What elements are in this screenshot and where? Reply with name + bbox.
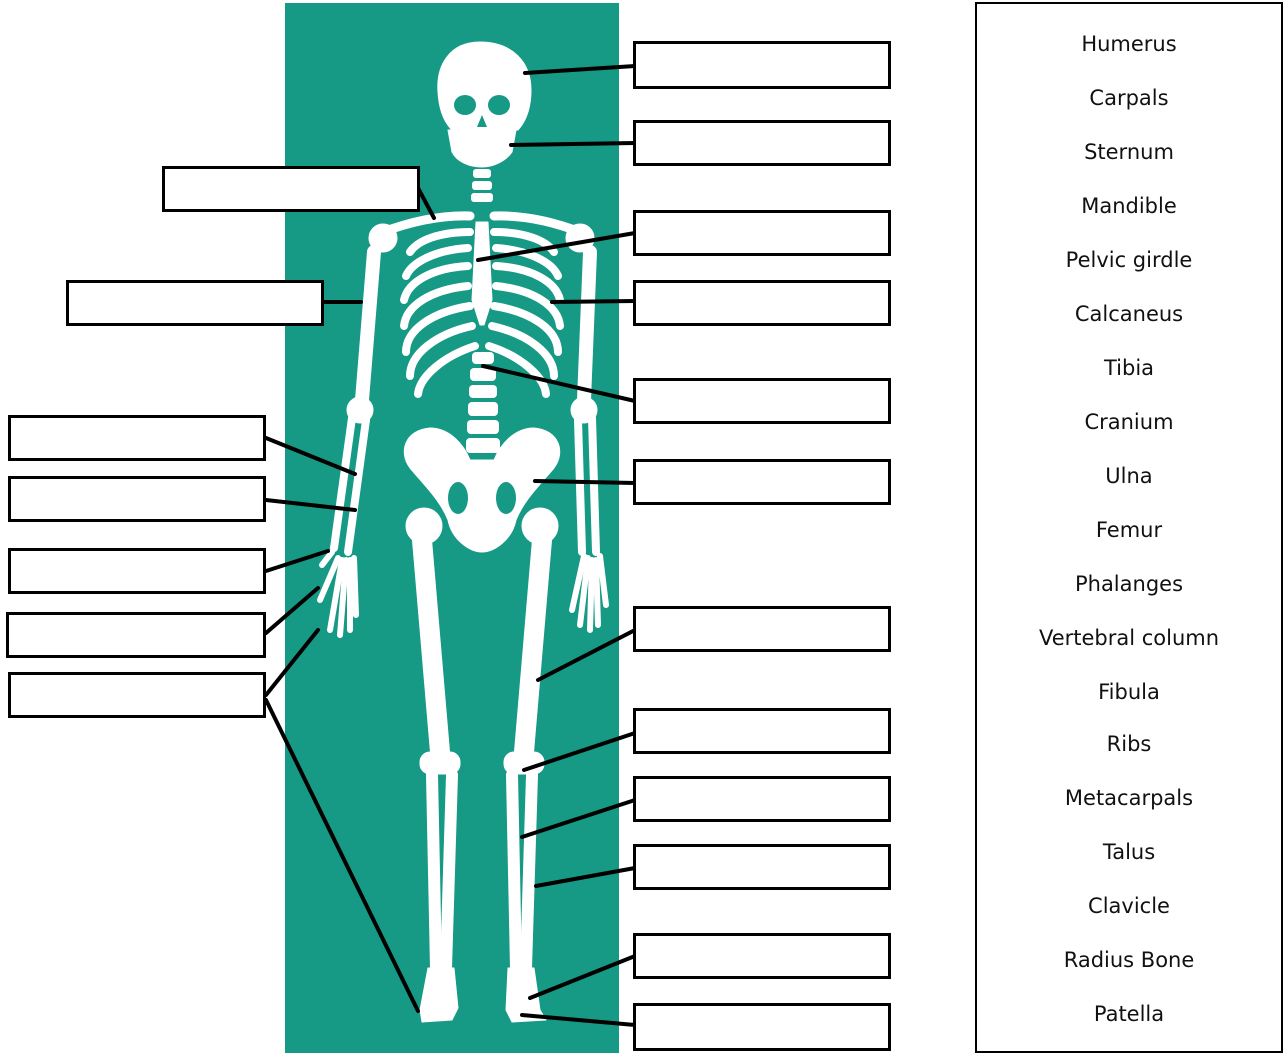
answer-box-ulna-line[interactable]	[8, 415, 266, 461]
word-bank: Humerus Carpals Sternum Mandible Pelvic …	[975, 2, 1283, 1053]
word-bank-item: Calcaneus	[977, 300, 1281, 328]
word-bank-item: Phalanges	[977, 570, 1281, 598]
answer-box-metacarpals-line[interactable]	[6, 612, 266, 658]
answer-box-talus-line[interactable]	[633, 933, 891, 979]
word-bank-item: Vertebral column	[977, 624, 1281, 652]
word-bank-item: Cranium	[977, 408, 1281, 436]
word-bank-item: Pelvic girdle	[977, 246, 1281, 274]
word-bank-item: Humerus	[977, 30, 1281, 58]
word-bank-item: Sternum	[977, 138, 1281, 166]
answer-box-carpals-line[interactable]	[8, 548, 266, 594]
word-bank-item: Talus	[977, 838, 1281, 866]
answer-box-clavicle-line[interactable]	[162, 166, 420, 212]
answer-box-phalanges-line[interactable]	[8, 672, 266, 718]
answer-box-pelvis-line[interactable]	[633, 459, 891, 505]
answer-box-tibia-line[interactable]	[633, 776, 891, 822]
answer-box-humerus-line[interactable]	[66, 280, 324, 326]
word-bank-item: Tibia	[977, 354, 1281, 382]
answer-box-radius-line[interactable]	[8, 476, 266, 522]
word-bank-item: Mandible	[977, 192, 1281, 220]
word-bank-item: Ribs	[977, 730, 1281, 758]
word-bank-item: Carpals	[977, 84, 1281, 112]
answer-box-fibula-line[interactable]	[633, 844, 891, 890]
word-bank-item: Clavicle	[977, 892, 1281, 920]
answer-box-femur-line[interactable]	[633, 606, 891, 652]
cranium-shape	[438, 42, 531, 130]
sternum-shape	[472, 222, 492, 325]
neck-vertebrae	[471, 169, 493, 202]
word-bank-item: Femur	[977, 516, 1281, 544]
answer-box-sternum-line[interactable]	[633, 210, 891, 256]
word-bank-item: Fibula	[977, 678, 1281, 706]
word-bank-item: Metacarpals	[977, 784, 1281, 812]
word-bank-item: Patella	[977, 1000, 1281, 1028]
answer-box-cranium-line[interactable]	[633, 41, 891, 89]
word-bank-item: Ulna	[977, 462, 1281, 490]
answer-box-patella-line[interactable]	[633, 708, 891, 754]
answer-box-mandible-line[interactable]	[633, 120, 891, 166]
answer-box-vertebral-line[interactable]	[633, 378, 891, 424]
word-bank-item: Radius Bone	[977, 946, 1281, 974]
answer-box-ribs-line[interactable]	[633, 280, 891, 326]
answer-box-calcaneus-line[interactable]	[633, 1003, 891, 1051]
